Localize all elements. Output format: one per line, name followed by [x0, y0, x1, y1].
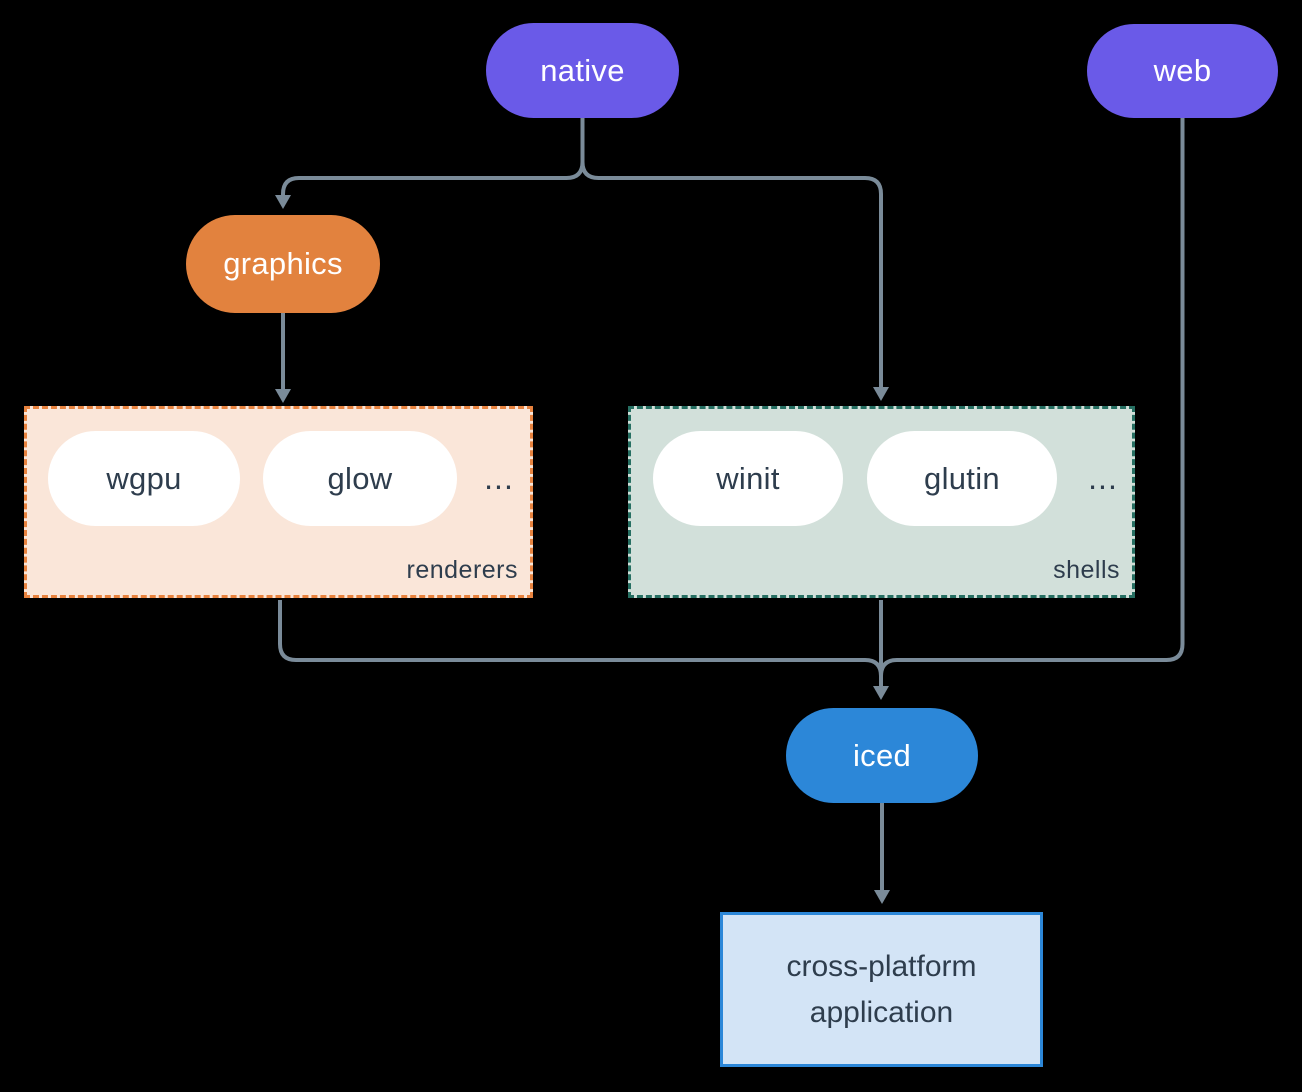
node-glutin-label: glutin [924, 460, 1000, 496]
node-glow: glow [263, 431, 457, 526]
renderers-group-label: renderers [406, 556, 518, 584]
node-winit: winit [653, 431, 843, 526]
group-renderers: wgpu glow ... renderers [24, 406, 533, 598]
node-graphics-label: graphics [223, 246, 343, 281]
renderers-ellipsis: ... [484, 460, 514, 496]
node-glutin: glutin [867, 431, 1057, 526]
node-graphics: graphics [186, 215, 380, 313]
node-wgpu-label: wgpu [106, 460, 182, 496]
node-application: cross-platform application [720, 912, 1043, 1067]
node-native: native [486, 23, 679, 118]
node-wgpu: wgpu [48, 431, 240, 526]
shells-group-label: shells [1053, 556, 1120, 584]
node-web-label: web [1153, 53, 1212, 88]
arrowhead-into-iced [873, 686, 889, 700]
node-application-label: cross-platform application [786, 949, 977, 1029]
arrowhead-native-shells [873, 387, 889, 401]
node-winit-label: winit [716, 460, 780, 496]
connector-native-graphics [281, 118, 585, 195]
connector-web-iced [879, 118, 1185, 686]
node-web: web [1087, 24, 1278, 118]
node-glow-label: glow [327, 460, 393, 496]
arrowhead-graphics-renderers [275, 389, 291, 403]
node-iced: iced [786, 708, 978, 803]
connector-native-shells [580, 118, 883, 387]
node-iced-label: iced [852, 737, 912, 773]
arrowhead-native-graphics [275, 195, 291, 209]
node-native-label: native [540, 52, 625, 88]
connector-renderers-iced [278, 600, 883, 686]
arrowhead-iced-application [874, 890, 890, 904]
shells-ellipsis: ... [1088, 460, 1118, 496]
group-shells: winit glutin ... shells [628, 406, 1135, 598]
